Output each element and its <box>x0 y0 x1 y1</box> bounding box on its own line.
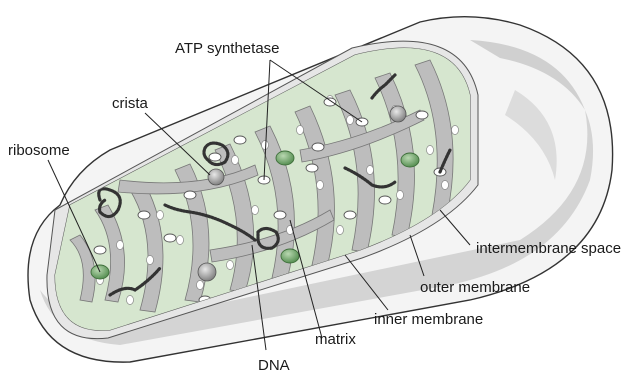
label-outer-membrane: outer membrane <box>420 279 530 296</box>
granule <box>198 263 216 281</box>
label-atp-synthetase: ATP synthetase <box>175 40 280 57</box>
granule <box>390 106 406 122</box>
label-intermembrane-space: intermembrane space <box>476 240 621 257</box>
label-matrix: matrix <box>315 331 356 348</box>
granule <box>208 169 224 185</box>
label-ribosome: ribosome <box>8 142 70 159</box>
label-inner-membrane: inner membrane <box>374 311 483 328</box>
label-crista: crista <box>112 95 148 112</box>
label-dna: DNA <box>258 357 290 374</box>
